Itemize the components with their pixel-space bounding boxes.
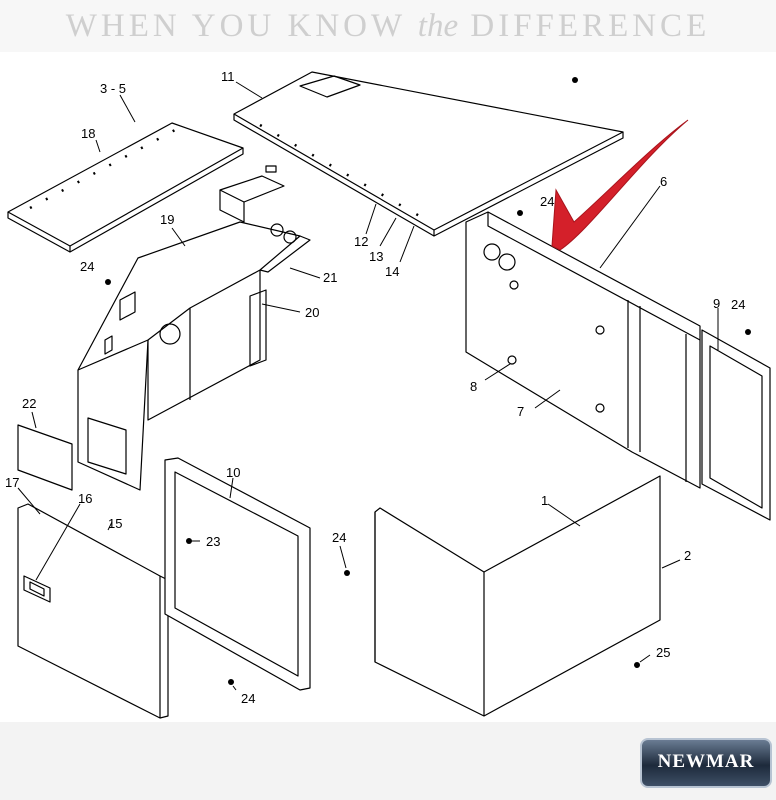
callout-3-5: 3 - 5	[100, 81, 126, 96]
logo-text: NEWMAR	[657, 751, 755, 772]
callout-24-bottom: 24	[241, 691, 255, 706]
newmar-logo: NEWMAR	[640, 738, 776, 790]
part-6-back-panel	[465, 211, 701, 489]
callout-9: 9	[713, 296, 720, 311]
callout-24-mid: 24	[332, 530, 346, 545]
logo-plate	[640, 738, 772, 788]
callout-17: 17	[5, 475, 19, 490]
callout-18: 18	[81, 126, 95, 141]
part-18-top-panel	[7, 122, 244, 253]
callout-14: 14	[385, 264, 399, 279]
callout-6: 6	[660, 174, 667, 189]
callout-24-left: 24	[80, 259, 94, 274]
callout-8: 8	[470, 379, 477, 394]
callout-23: 23	[206, 534, 220, 549]
callout-7: 7	[517, 404, 524, 419]
bracket-part	[219, 165, 285, 223]
part-15-door	[17, 503, 169, 719]
red-arrow	[551, 119, 689, 251]
callout-22: 22	[22, 396, 36, 411]
callout-16: 16	[78, 491, 92, 506]
part-1-lower-enclosure	[374, 475, 661, 717]
part-10-gasket-frame	[164, 457, 311, 691]
fastener-markers	[105, 77, 751, 685]
callout-24-top: 24	[540, 194, 554, 209]
callout-19: 19	[160, 212, 174, 227]
callout-25: 25	[656, 645, 670, 660]
banner-text-left: WHEN YOU KNOW	[65, 8, 406, 44]
callout-12: 12	[354, 234, 368, 249]
callout-10: 10	[226, 465, 240, 480]
callout-1: 1	[541, 493, 548, 508]
part-9-side-door	[701, 329, 771, 521]
part-11-roof-panel	[233, 71, 624, 237]
part-22-cover-plate	[17, 424, 73, 491]
banner-text-right: DIFFERENCE	[470, 8, 711, 44]
callout-20: 20	[305, 305, 319, 320]
callout-2: 2	[684, 548, 691, 563]
header-banner: WHEN YOU KNOW the DIFFERENCE	[0, 0, 776, 52]
callout-13: 13	[369, 249, 383, 264]
leader-lines	[17, 81, 719, 691]
banner-tagline: WHEN YOU KNOW the DIFFERENCE	[0, 8, 776, 45]
callout-labels: 3 - 5 18 11 19 21 20 12 13 14 24 6 9 24 …	[5, 69, 745, 706]
callout-11: 11	[221, 69, 235, 84]
banner-text-middle: the	[417, 8, 459, 44]
callout-21: 21	[323, 270, 337, 285]
callout-24-right: 24	[731, 297, 745, 312]
part-19-control-housing	[77, 221, 311, 491]
callout-15: 15	[108, 516, 122, 531]
